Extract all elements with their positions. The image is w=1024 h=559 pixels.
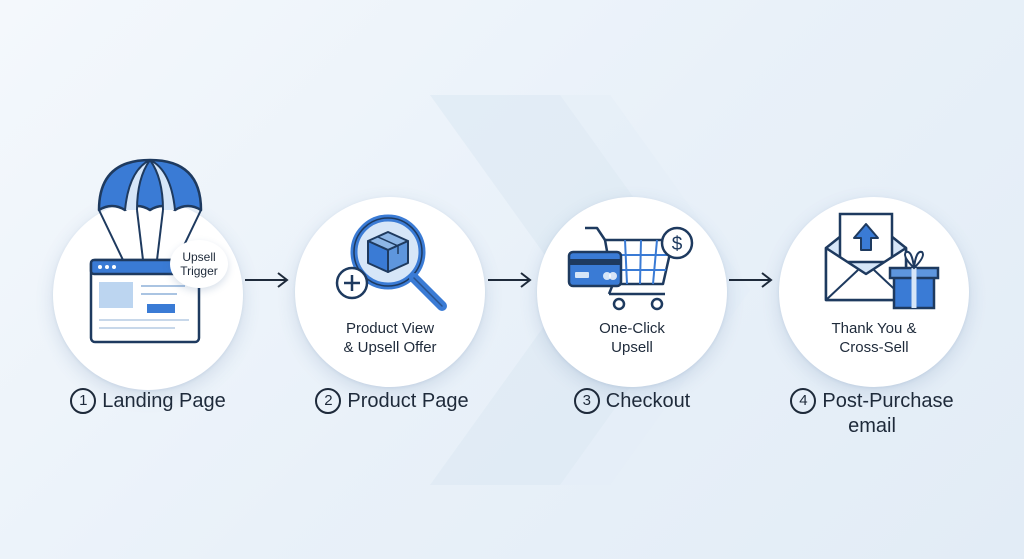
step-4-caption-line2: Cross-Sell <box>839 339 909 356</box>
step-4-title-line1: Post-Purchase <box>822 390 954 412</box>
upsell-trigger-line1: Upsell <box>182 250 216 264</box>
flow-arrow-1 <box>245 272 289 288</box>
step-3-number: 3 <box>573 388 600 414</box>
envelope-gift-icon <box>824 212 940 310</box>
step-4-title-line2: email <box>848 415 896 437</box>
flow-arrow-2 <box>488 272 532 288</box>
step-2-title: Product Page <box>347 390 469 412</box>
step-2-caption: Product View & Upsell Offer <box>295 319 485 357</box>
step-1-number: 1 <box>70 388 97 414</box>
step-3-caption: One-Click Upsell <box>537 319 727 357</box>
step-4-number: 4 <box>790 388 817 414</box>
step-2-caption-line1: Product View <box>345 320 435 337</box>
magnifier-box-icon <box>335 214 447 311</box>
step-3-circle <box>537 197 727 387</box>
parachute-browser-icon <box>89 158 203 344</box>
step-2-caption-line2: & Upsell Offer <box>343 339 437 356</box>
step-1-title: Landing Page <box>102 390 226 412</box>
cart-card-dollar-icon: $ <box>567 226 694 311</box>
upsell-trigger-line2: Trigger <box>180 264 218 278</box>
step-3-title: Checkout <box>605 390 691 412</box>
flow-arrow-3 <box>729 272 773 288</box>
step-4-caption: Thank You & Cross-Sell <box>779 319 969 357</box>
step-3-caption-line1: One-Click <box>599 320 665 337</box>
svg-text:$: $ <box>672 234 683 255</box>
step-3-caption-line2: Upsell <box>611 339 653 356</box>
step-4-caption-line1: Thank You & <box>831 320 917 337</box>
upsell-trigger-badge: Upsell Trigger <box>170 240 228 288</box>
step-2-number: 2 <box>315 388 342 414</box>
